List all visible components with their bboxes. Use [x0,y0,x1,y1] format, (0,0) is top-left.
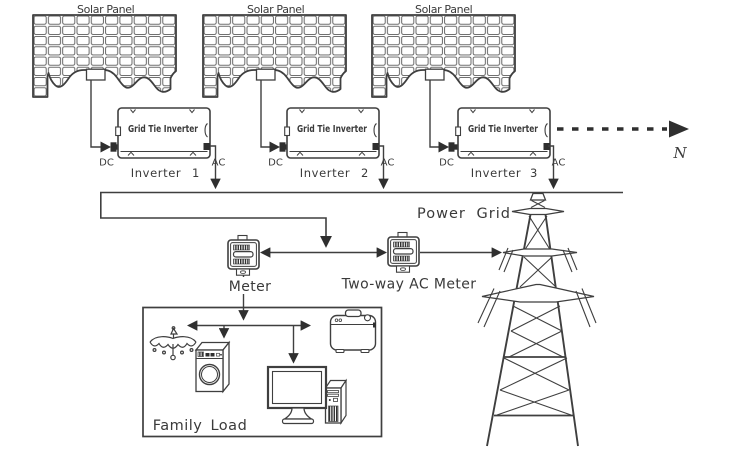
family-load-label: Family Load [153,418,248,434]
dc-port-label: DC [439,158,454,169]
grid-bus-line [100,191,623,248]
inverter-device-label: Grid Tie Inverter [128,124,198,135]
ac-port-label: AC [552,158,566,169]
washing-machine-icon [194,340,231,394]
solar-panel-icon [202,14,347,98]
dc-port-label: DC [268,158,283,169]
solar-panel-label: Solar Panel [77,3,135,16]
family-load-box [142,306,383,438]
rice-cooker-icon [329,309,377,354]
inverter-number: 1 [192,166,200,180]
dc-wire [90,80,439,148]
inverter-caption: Inverter [300,166,350,180]
inverter-device-label: Grid Tie Inverter [468,124,538,135]
ac-wire [210,145,559,190]
more-inverters-arrow [557,120,689,138]
meter-icon [227,234,260,277]
dc-port-label: DC [99,158,114,169]
solar-panel-icon [371,14,516,98]
ac-port-label: AC [212,158,226,169]
inverter-number: 2 [361,166,369,180]
chandelier-icon [149,326,197,361]
computer-icon [266,365,348,425]
two-way-ac-meter-icon [387,231,420,274]
two-way-ac-meter-label: Two-way AC Meter [341,277,477,293]
inverter-caption: Inverter [471,166,521,180]
transmission-tower-icon [477,192,597,447]
inverter-device-label: Grid Tie Inverter [297,124,367,135]
meter-label-backing [226,277,274,294]
solar-panel-label: Solar Panel [247,3,305,16]
inverter-number: 3 [530,166,538,180]
power-grid-label: Power Grid [417,206,511,222]
solar-panel-label: Solar Panel [415,3,473,16]
inverter-caption: Inverter [131,166,181,180]
north-label: N [672,144,687,162]
meter-label: Meter [229,279,272,295]
ac-port-label: AC [381,158,395,169]
solar-panel-icon [32,14,177,98]
